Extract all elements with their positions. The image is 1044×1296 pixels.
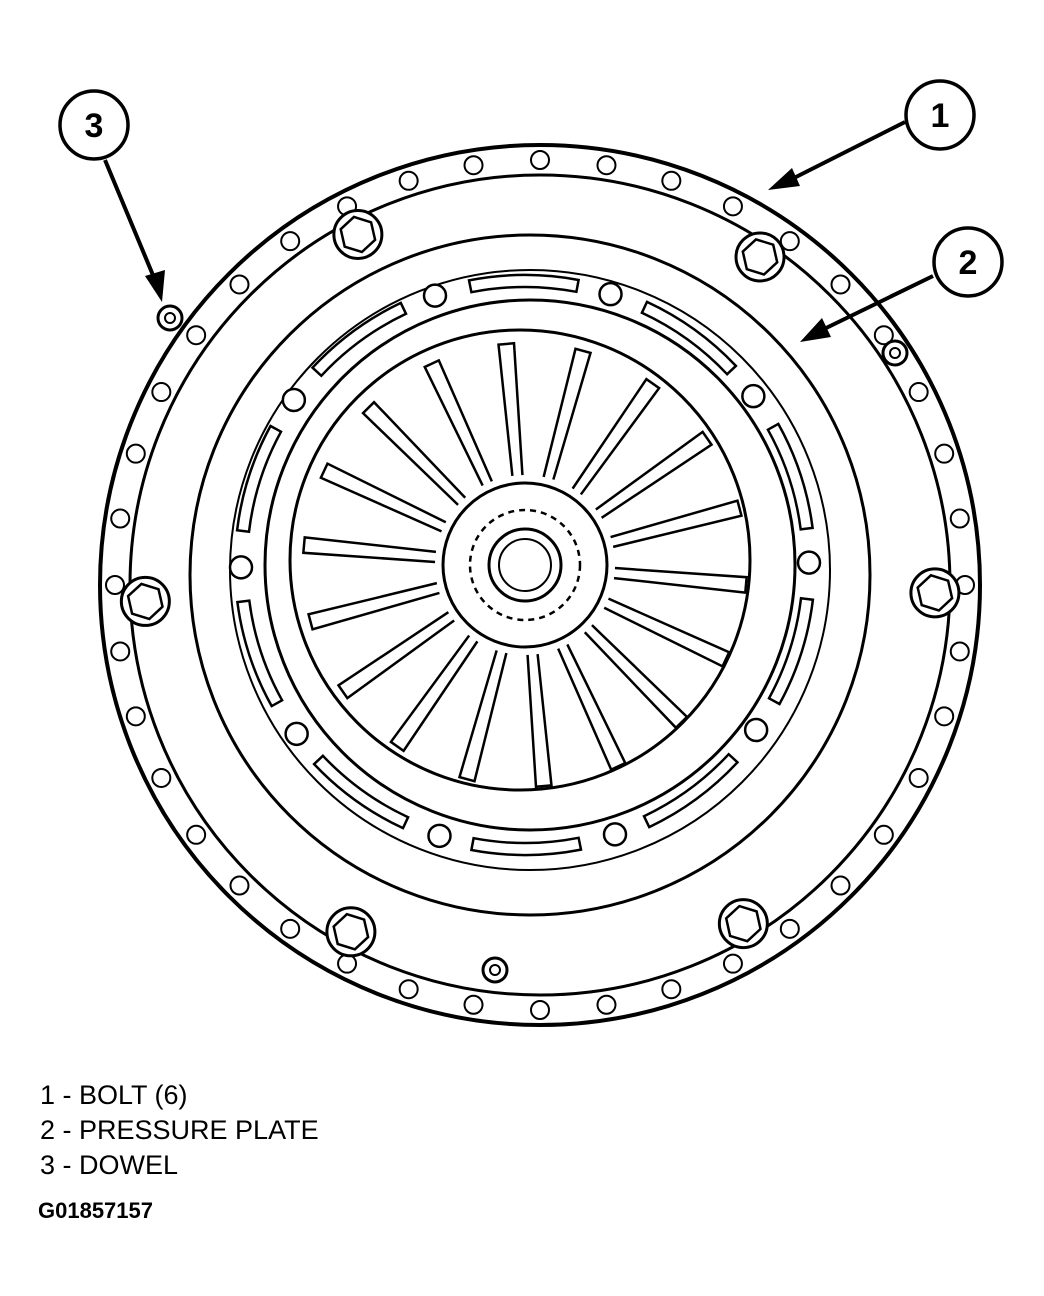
cover-rivets xyxy=(228,281,822,849)
bolt-head xyxy=(325,906,377,958)
diaphragm-spring-fingers xyxy=(301,341,749,789)
bolt-head xyxy=(332,208,384,260)
flywheel-outer-rim xyxy=(98,143,982,1027)
hub-bore-inner xyxy=(498,538,552,592)
bolt-head xyxy=(909,567,961,619)
hub-bore xyxy=(487,527,563,603)
callout-2: 2 xyxy=(800,226,1004,342)
callout-3-label: 3 xyxy=(85,107,104,145)
callout-3: 3 xyxy=(58,89,165,302)
callout-1: 1 xyxy=(768,79,976,190)
bolt-head xyxy=(717,898,769,950)
bolts xyxy=(119,208,961,958)
legend-item-dowel: 3 - DOWEL xyxy=(40,1150,179,1180)
dowel xyxy=(881,339,909,367)
legend: 1 - BOLT (6) 2 - PRESSURE PLATE 3 - DOWE… xyxy=(40,1078,319,1183)
cover-inner-ring xyxy=(188,233,872,917)
legend-item-pressure-plate: 2 - PRESSURE PLATE xyxy=(40,1115,319,1145)
figure-id: G01857157 xyxy=(38,1198,153,1223)
dowel xyxy=(156,304,184,332)
hub-spline-ring xyxy=(468,508,582,622)
slot-ring-inner xyxy=(263,298,797,832)
clutch-pressure-plate-diagram: 1 2 3 xyxy=(58,79,1004,1027)
bolt-head xyxy=(734,231,786,283)
legend-item-bolt: 1 - BOLT (6) xyxy=(40,1080,188,1110)
callout-2-label: 2 xyxy=(959,244,978,282)
spring-ring xyxy=(288,328,752,792)
hub-outer xyxy=(441,481,609,649)
callout-1-label: 1 xyxy=(931,97,950,135)
flywheel-holes xyxy=(105,150,975,1020)
dowel xyxy=(481,956,509,984)
cover-slots xyxy=(235,273,815,857)
bolt-head xyxy=(119,575,171,627)
